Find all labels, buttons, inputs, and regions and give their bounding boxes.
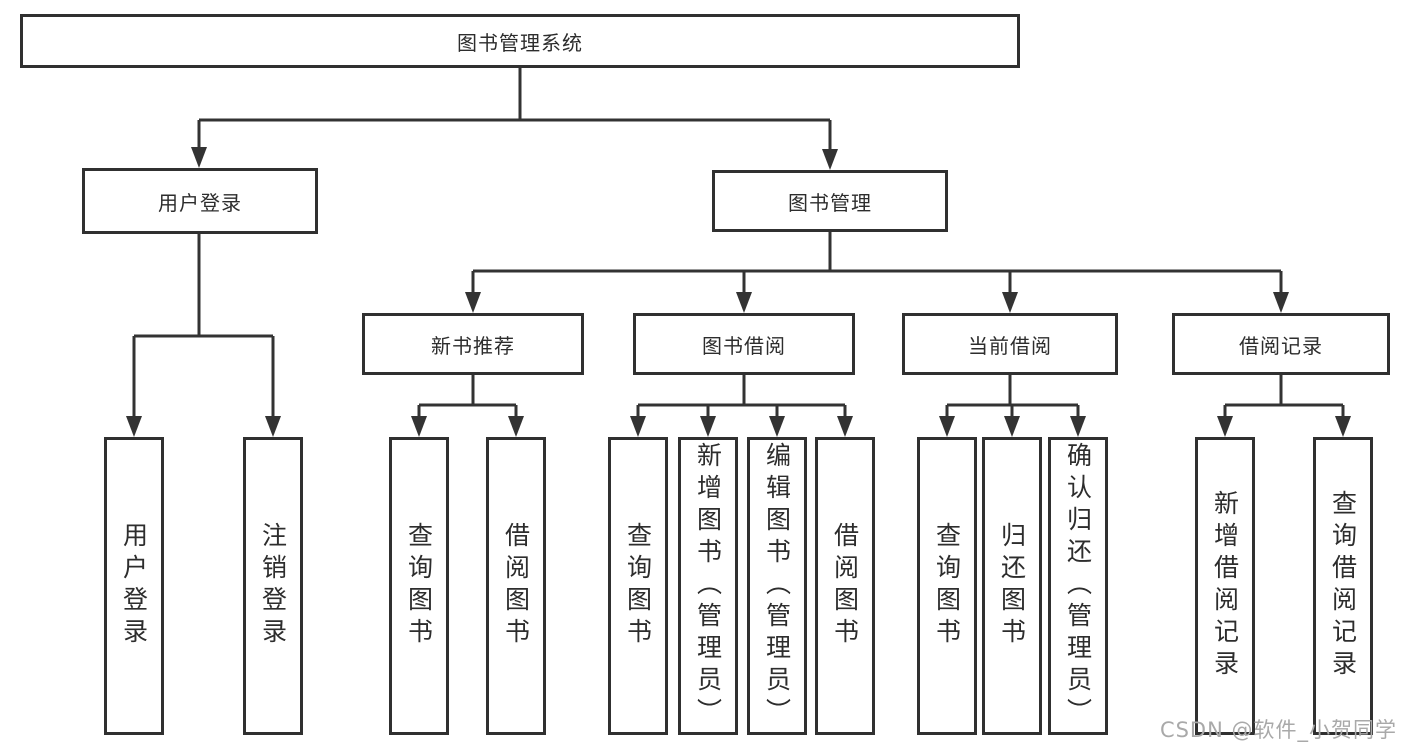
leaf-query-books-borrow: 查询图书 bbox=[608, 437, 668, 735]
leaf-confirm-return-admin: 确认归还（管理员） bbox=[1048, 437, 1108, 735]
node-book-borrowing: 图书借阅 bbox=[633, 313, 855, 375]
leaf-borrow-books-recommend: 借阅图书 bbox=[486, 437, 546, 735]
leaf-edit-book-admin: 编辑图书（管理员） bbox=[747, 437, 807, 735]
leaf-return-book: 归还图书 bbox=[982, 437, 1042, 735]
node-user-login: 用户登录 bbox=[82, 168, 318, 234]
leaf-borrow-books: 借阅图书 bbox=[815, 437, 875, 735]
leaf-query-books-recommend: 查询图书 bbox=[389, 437, 449, 735]
csdn-watermark: CSDN @软件_小贺同学 bbox=[1159, 718, 1397, 742]
node-current-borrowing: 当前借阅 bbox=[902, 313, 1118, 375]
node-library-system-root: 图书管理系统 bbox=[20, 14, 1020, 68]
leaf-add-book-admin: 新增图书（管理员） bbox=[678, 437, 738, 735]
node-new-book-recommend: 新书推荐 bbox=[362, 313, 584, 375]
leaf-query-books-current: 查询图书 bbox=[917, 437, 977, 735]
leaf-add-borrow-record: 新增借阅记录 bbox=[1195, 437, 1255, 735]
node-book-management: 图书管理 bbox=[712, 170, 948, 232]
leaf-logout: 注销登录 bbox=[243, 437, 303, 735]
leaf-user-login: 用户登录 bbox=[104, 437, 164, 735]
node-borrow-records: 借阅记录 bbox=[1172, 313, 1390, 375]
leaf-query-borrow-record: 查询借阅记录 bbox=[1313, 437, 1373, 735]
